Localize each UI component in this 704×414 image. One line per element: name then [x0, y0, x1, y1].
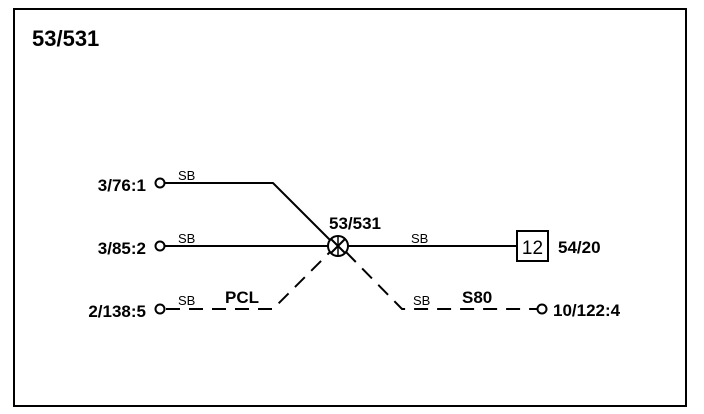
wire-label-1: SB [178, 168, 195, 183]
diagram-frame [13, 8, 687, 407]
terminal-2-138-5-icon [154, 303, 166, 315]
shield-label-pcl: PCL [225, 288, 259, 307]
splice-label: 53/531 [329, 214, 381, 233]
splice-node-icon [327, 235, 349, 257]
connector-label-10-122-4: 10/122:4 [553, 301, 621, 320]
connector-label-2-138-5: 2/138:5 [88, 302, 146, 321]
connector-label-3-76-1: 3/76:1 [98, 176, 146, 195]
connector-box [516, 230, 549, 262]
diagram-title: 53/531 [32, 26, 99, 51]
terminal-3-76-1-icon [154, 177, 166, 189]
connector-label-54-20: 54/20 [558, 238, 601, 257]
terminal-3-85-2-icon [154, 240, 166, 252]
wire-label-5: SB [413, 293, 430, 308]
terminal-10-122-4-icon [536, 303, 548, 315]
wire-label-4: SB [411, 231, 428, 246]
wire-label-2: SB [178, 231, 195, 246]
wire-2-138-5 [166, 251, 331, 310]
connector-box-number: 12 [522, 238, 543, 259]
shield-label-s80: S80 [462, 288, 492, 307]
wire-label-3: SB [178, 293, 195, 308]
connector-label-3-85-2: 3/85:2 [98, 239, 146, 258]
wire-3-76-1 [162, 182, 331, 241]
wire-10-122-4 [345, 251, 537, 310]
